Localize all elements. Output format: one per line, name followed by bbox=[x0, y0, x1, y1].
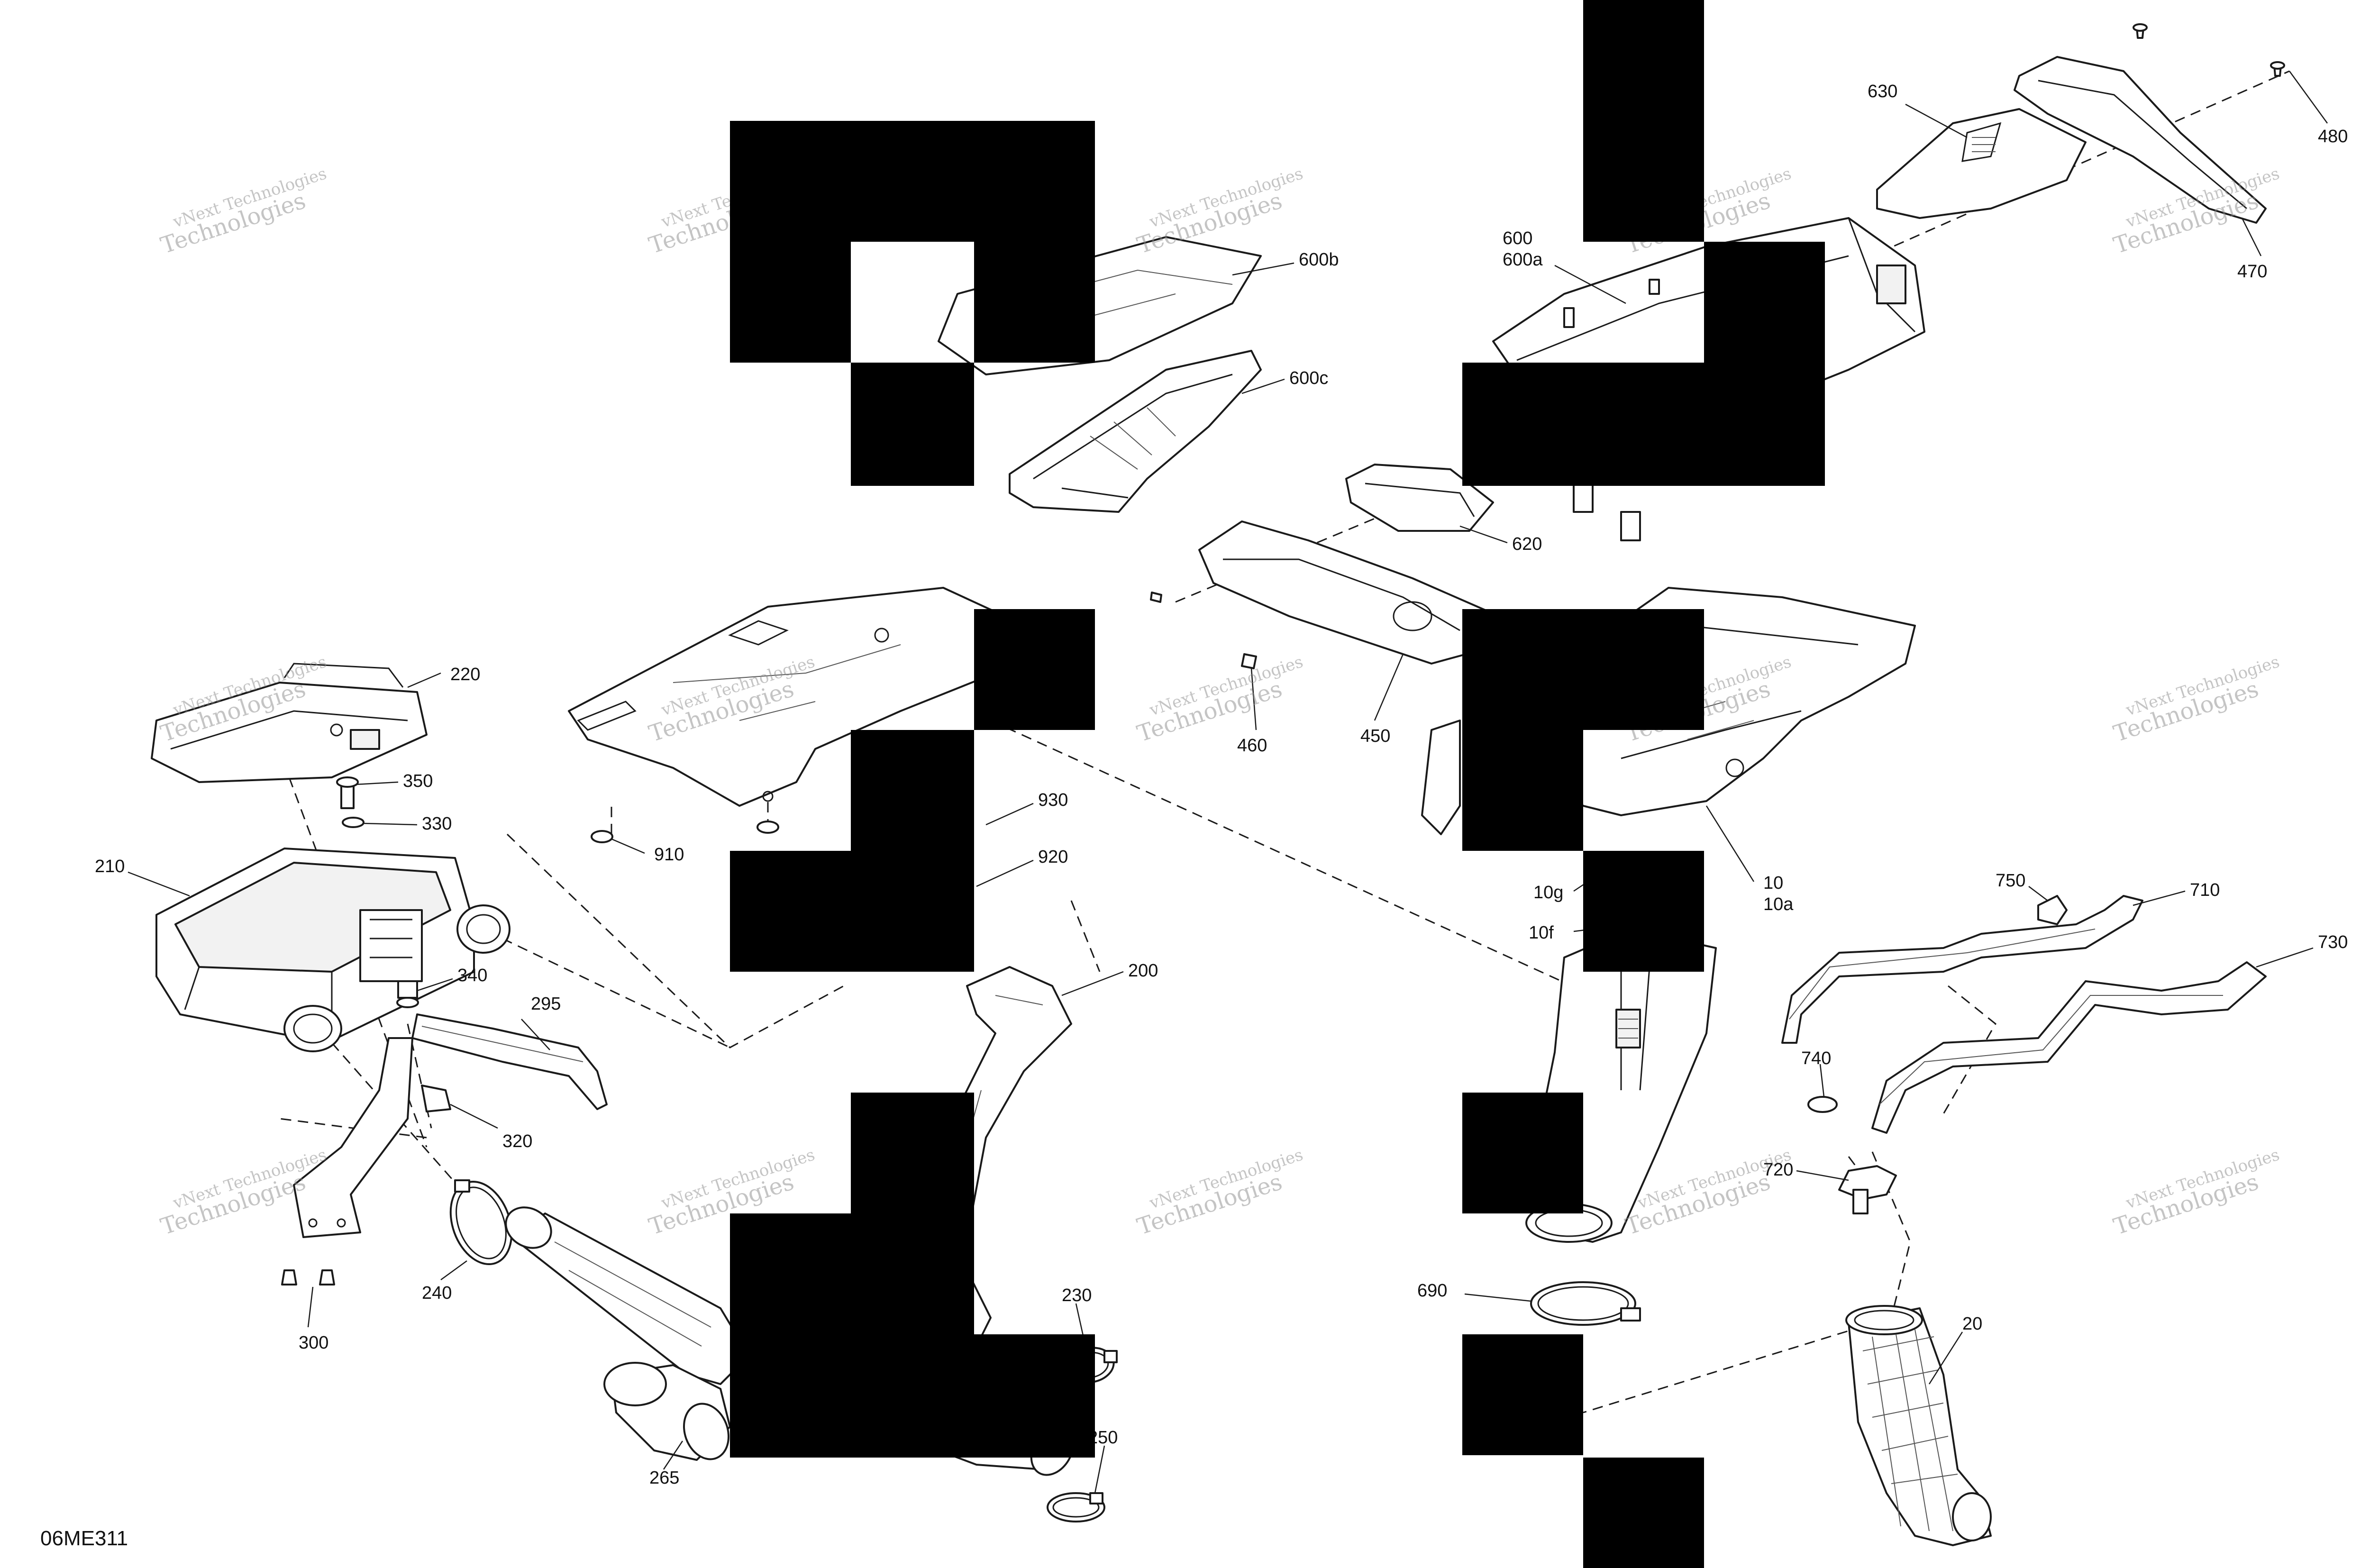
callout-720: 720 bbox=[1763, 1160, 1793, 1180]
callout-740: 740 bbox=[1801, 1048, 1831, 1068]
part-690-clamp bbox=[1530, 1281, 1641, 1326]
part-240-clamp bbox=[449, 1179, 513, 1266]
part-hose-tube-lower bbox=[505, 1206, 750, 1385]
part-720-tee bbox=[1838, 1165, 1897, 1214]
part-300-support-bracket bbox=[281, 1037, 413, 1285]
part-730-hose bbox=[1871, 961, 2267, 1134]
part-450-rail bbox=[1150, 520, 1489, 665]
part-710-hose bbox=[1781, 895, 2143, 1044]
hardware-350-330-340 bbox=[336, 776, 419, 1008]
part-470-rail bbox=[2014, 56, 2267, 224]
callout-930: 930 bbox=[1038, 790, 1068, 810]
callout-10: 10 bbox=[1763, 873, 1783, 893]
watermarks: vNext Technologies Technologies vNext Te… bbox=[157, 164, 2282, 1240]
callout-620: 620 bbox=[1512, 534, 1542, 554]
callout-450: 450 bbox=[1360, 726, 1390, 746]
callout-750: 750 bbox=[1996, 871, 2025, 891]
callout-480: 480 bbox=[2318, 127, 2348, 146]
callout-labels: 600b 600c 600 600a 630 480 470 620 450 4… bbox=[95, 82, 2348, 1488]
part-210-intercooler bbox=[155, 848, 510, 1052]
part-600c-frame bbox=[1009, 350, 1262, 513]
redaction-blocks bbox=[730, 0, 1825, 1568]
callout-690: 690 bbox=[1417, 1281, 1447, 1301]
callout-210: 210 bbox=[95, 857, 125, 876]
callout-600c: 600c bbox=[1289, 368, 1328, 388]
callout-230: 230 bbox=[1062, 1285, 1092, 1305]
callout-630: 630 bbox=[1868, 82, 1897, 101]
callout-730: 730 bbox=[2318, 932, 2348, 952]
callout-470: 470 bbox=[2237, 262, 2267, 282]
part-320-clip bbox=[421, 1085, 451, 1112]
part-620-duct bbox=[1345, 464, 1494, 532]
callout-320: 320 bbox=[502, 1131, 532, 1151]
callout-460: 460 bbox=[1237, 736, 1267, 756]
callout-20: 20 bbox=[1962, 1314, 1982, 1334]
part-460-screw bbox=[1241, 653, 1257, 669]
part-295-bracket bbox=[411, 1013, 608, 1110]
callout-200: 200 bbox=[1128, 961, 1158, 981]
callout-600: 600 bbox=[1503, 228, 1532, 248]
callout-330: 330 bbox=[422, 814, 452, 834]
part-250-clamp bbox=[1047, 1492, 1105, 1522]
callout-910: 910 bbox=[654, 845, 684, 865]
callout-300: 300 bbox=[299, 1333, 328, 1353]
part-740-ring bbox=[1807, 1096, 1838, 1113]
assembly-dash-lines bbox=[279, 70, 2290, 1413]
part-630-duct bbox=[1876, 108, 2087, 219]
part-265-elbow bbox=[603, 1362, 731, 1461]
callout-295: 295 bbox=[531, 994, 561, 1014]
callout-10g: 10g bbox=[1533, 883, 1563, 903]
part-480-screws bbox=[2133, 23, 2285, 77]
callout-350: 350 bbox=[403, 771, 433, 791]
callout-600a: 600a bbox=[1503, 250, 1543, 270]
callout-710: 710 bbox=[2190, 880, 2220, 900]
callout-265: 265 bbox=[649, 1468, 679, 1488]
callout-220: 220 bbox=[450, 665, 480, 684]
callout-leaders bbox=[128, 71, 2328, 1494]
part-220-cover bbox=[151, 663, 428, 783]
callout-240: 240 bbox=[422, 1283, 452, 1303]
diagram-id: 06ME311 bbox=[40, 1527, 128, 1550]
callout-340: 340 bbox=[457, 966, 487, 985]
callout-600b: 600b bbox=[1299, 250, 1339, 270]
part-750-cap bbox=[2037, 895, 2068, 925]
callout-920: 920 bbox=[1038, 847, 1068, 867]
callout-10a: 10a bbox=[1763, 894, 1794, 914]
part-20-filter bbox=[1845, 1305, 1992, 1546]
callout-10f: 10f bbox=[1529, 923, 1554, 943]
